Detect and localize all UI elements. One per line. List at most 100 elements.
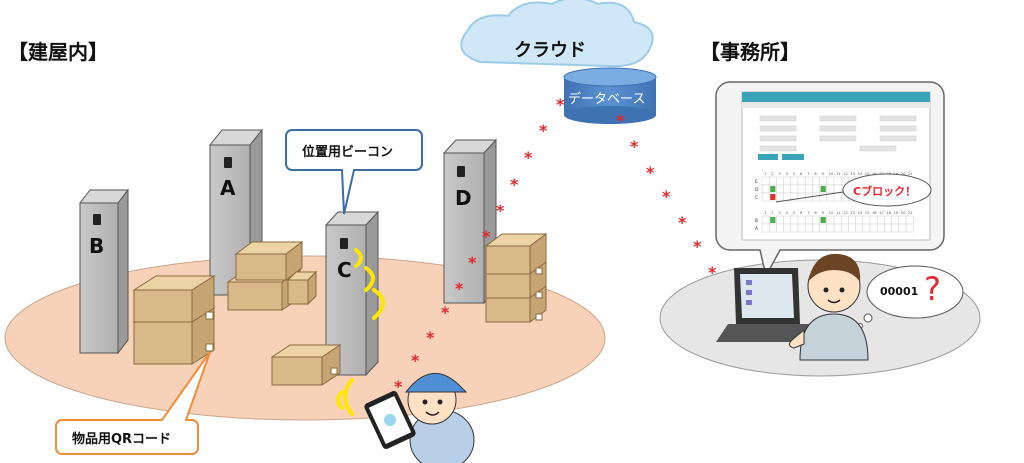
grid-cell-highlight <box>770 186 776 192</box>
svg-text:*: * <box>708 263 717 282</box>
grid-col-top-14: 14 <box>858 172 863 176</box>
grid-cell <box>884 215 892 225</box>
svg-text:*: * <box>496 201 505 220</box>
svg-text:*: * <box>693 237 702 256</box>
svg-text:*: * <box>539 121 548 140</box>
cloud-shape <box>460 0 654 68</box>
grid-col-bottom-11: 11 <box>836 211 841 215</box>
grid-col-top-3: 3 <box>778 172 780 176</box>
grid-cell <box>884 223 892 233</box>
grid-cell <box>862 223 871 233</box>
grid-row-label: D <box>755 187 759 193</box>
grid-cell <box>848 215 856 225</box>
grid-col-top-21: 21 <box>908 172 913 176</box>
grid-cell <box>841 215 849 225</box>
grid-cell <box>805 223 813 233</box>
beacon-icon-b <box>93 214 101 225</box>
grid-col-bottom-4: 4 <box>786 211 789 215</box>
pillar-label-b: B <box>89 234 105 258</box>
grid-cell <box>891 223 899 233</box>
building-section-title: 【建屋内】 <box>8 40 108 64</box>
grid-col-top-12: 12 <box>843 172 848 176</box>
grid-cell-highlight <box>770 194 776 200</box>
grid-col-bottom-17: 17 <box>879 211 884 215</box>
grid-cell <box>855 215 863 225</box>
pillar-b <box>78 188 130 355</box>
grid-cell <box>797 184 806 194</box>
pillar-label-d: D <box>455 186 472 210</box>
office-section-title: 【事務所】 <box>700 40 800 64</box>
worker-with-tablet <box>364 372 475 463</box>
grid-col-top-13: 13 <box>850 172 855 176</box>
grid-cell <box>833 176 842 186</box>
grid-cell <box>833 192 842 202</box>
question-bubble <box>857 265 964 329</box>
grid-cell-highlight <box>770 217 776 223</box>
grid-col-top-10: 10 <box>829 172 834 176</box>
grid-cell <box>805 215 813 225</box>
grid-col-top-20: 20 <box>901 172 906 176</box>
grid-cell <box>833 223 842 233</box>
svg-text:*: * <box>441 303 450 322</box>
qr-callout-text: 物品用QRコード <box>72 432 172 447</box>
grid-cell <box>812 184 820 194</box>
beacon-icon-c <box>340 238 348 249</box>
grid-cell <box>826 223 835 233</box>
grid-cell <box>877 223 885 233</box>
grid-cell <box>826 176 835 186</box>
grid-cell <box>790 223 799 233</box>
grid-col-top-11: 11 <box>836 172 841 176</box>
grid-col-bottom-14: 14 <box>858 211 863 215</box>
grid-cell <box>862 215 871 225</box>
office-worker <box>788 253 869 361</box>
svg-text:*: * <box>616 111 625 130</box>
question-mark-icon: ? <box>924 270 941 308</box>
grid-col-bottom-16: 16 <box>872 211 877 215</box>
svg-text:*: * <box>394 377 403 396</box>
svg-text:*: * <box>662 187 671 206</box>
svg-text:*: * <box>468 253 477 272</box>
grid-col-top-8: 8 <box>814 172 817 176</box>
pillar-label-c: C <box>337 258 352 282</box>
grid-col-bottom-10: 10 <box>829 211 834 215</box>
box-stack-left <box>132 275 216 365</box>
svg-text:*: * <box>482 227 491 246</box>
grid-cell <box>905 223 914 233</box>
pillar-a <box>208 128 264 297</box>
grid-row-label: A <box>755 226 759 232</box>
database-label: データベース <box>568 92 646 107</box>
grid-col-top-6: 6 <box>800 172 803 176</box>
beacon-waves-c <box>354 248 385 320</box>
grid-cell <box>826 184 835 194</box>
grid-col-top-7: 7 <box>807 172 809 176</box>
grid-cell <box>905 215 914 225</box>
grid-col-bottom-5: 5 <box>793 211 795 215</box>
grid-col-top-5: 5 <box>793 172 795 176</box>
signal-path-tablet-to-db: *** *** *** *** <box>394 95 565 396</box>
svg-text:*: * <box>678 213 687 232</box>
grid-cell <box>797 192 806 202</box>
qr-callout <box>55 351 211 455</box>
grid-cell <box>826 215 835 225</box>
grid-cell-highlight <box>820 217 826 223</box>
grid-cell <box>812 192 820 202</box>
grid-col-bottom-15: 15 <box>865 211 870 215</box>
grid-cell <box>761 176 770 186</box>
svg-text:*: * <box>510 175 519 194</box>
grid-col-top-16: 16 <box>872 172 877 176</box>
grid-cell <box>833 184 842 194</box>
grid-cell <box>790 176 799 186</box>
grid-cell <box>761 184 770 194</box>
svg-text:*: * <box>646 163 655 182</box>
grid-cell <box>776 192 784 202</box>
tablet-device <box>364 391 416 449</box>
pillar-label-a: A <box>220 176 236 200</box>
grid-cell <box>812 176 820 186</box>
grid-col-top-1: 1 <box>764 172 766 176</box>
grid-cell <box>891 215 899 225</box>
grid-cell <box>776 223 784 233</box>
block-callout-text: Cブロック！ <box>853 185 917 198</box>
box-stack-d <box>484 233 548 323</box>
grid-col-bottom-3: 3 <box>778 211 780 215</box>
